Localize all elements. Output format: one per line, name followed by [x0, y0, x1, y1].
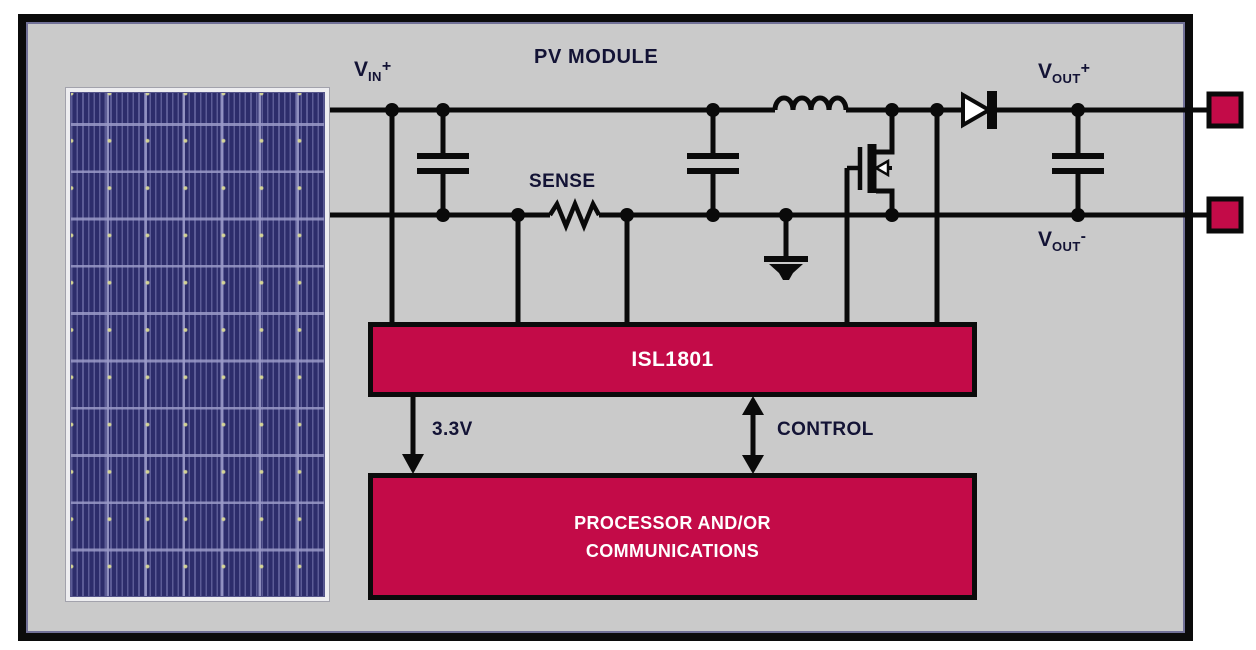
solar-panel-cells: [70, 92, 325, 597]
diagram-title: PV MODULE: [534, 46, 659, 68]
vout-minus-terminal: [1206, 196, 1244, 234]
vin-plus-label: VIN+: [354, 58, 392, 84]
vout-plus-terminal: [1206, 91, 1244, 129]
isl1801-block: ISL1801: [368, 322, 977, 397]
supply-3v3-label: 3.3V: [432, 419, 473, 440]
vout-minus-label: VOUT-: [1038, 228, 1086, 254]
sense-label: SENSE: [529, 171, 596, 192]
isl1801-label: ISL1801: [631, 347, 714, 371]
processor-label-line2: COMMUNICATIONS: [585, 540, 760, 561]
solar-panel-image: [65, 87, 330, 602]
processor-label-line1: PROCESSOR AND/OR: [574, 512, 771, 533]
control-label: CONTROL: [777, 419, 874, 440]
processor-block: PROCESSOR AND/OR COMMUNICATIONS: [368, 473, 977, 600]
vout-plus-label: VOUT+: [1038, 60, 1091, 86]
